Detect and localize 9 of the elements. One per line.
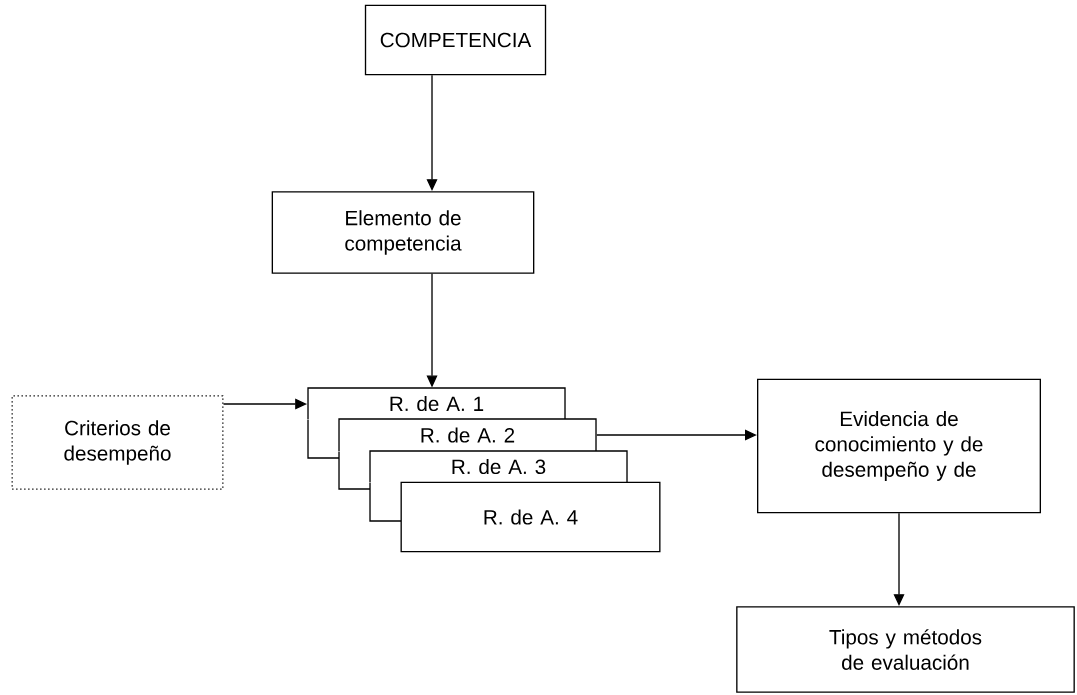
stacked-box: R. de A. 3 bbox=[369, 450, 628, 483]
process-box: COMPETENCIA bbox=[364, 4, 547, 76]
stacked-box: R. de A. 1 bbox=[307, 387, 566, 420]
arrow bbox=[596, 429, 757, 441]
input-box: Criterios de desempeño bbox=[11, 395, 224, 490]
process-box: Elemento de competencia bbox=[271, 191, 535, 274]
process-box: Tipos y métodos de evaluación bbox=[736, 606, 1075, 693]
stacked-box: R. de A. 2 bbox=[338, 418, 597, 452]
process-box: Evidencia de conocimiento y de desempeño y de bbox=[757, 378, 1041, 514]
